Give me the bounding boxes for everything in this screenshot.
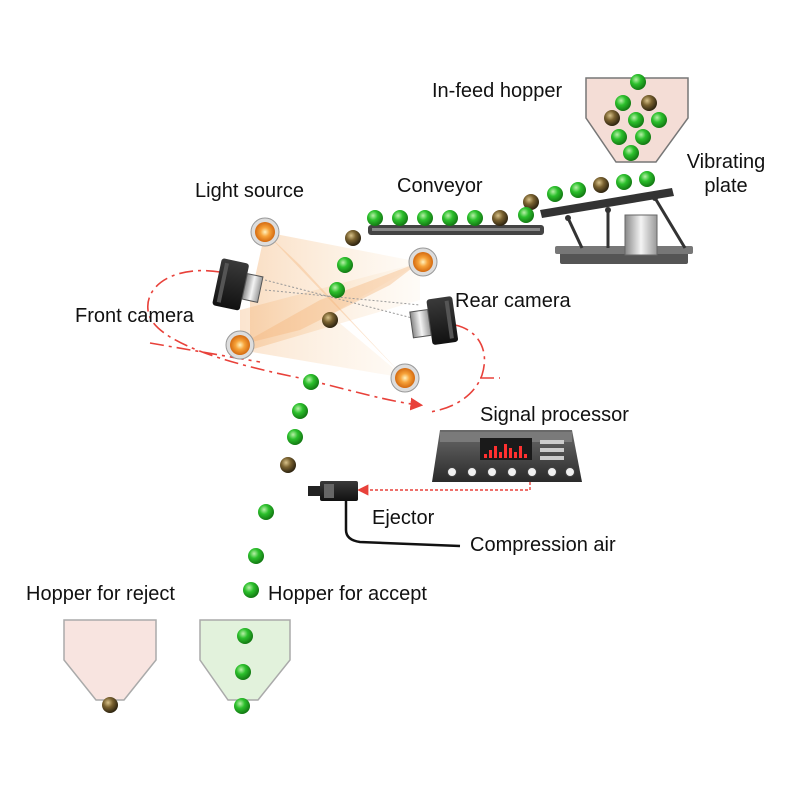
vibrating-plate-icon bbox=[540, 188, 693, 264]
vibrating-plate-label-line1: Vibrating bbox=[686, 151, 766, 173]
ejector-label: Ejector bbox=[372, 507, 435, 529]
light-source-icon bbox=[408, 247, 438, 277]
accept-hopper-icon bbox=[199, 619, 291, 714]
light-source-icon bbox=[225, 330, 255, 360]
signal-processor-label: Signal processor bbox=[480, 404, 629, 426]
light-source-icon bbox=[250, 217, 280, 247]
conveyor-belt-icon bbox=[367, 207, 544, 235]
vibrating-plate-label-line2: plate bbox=[704, 175, 748, 197]
falling-beans bbox=[243, 230, 361, 598]
light-beams bbox=[240, 232, 422, 378]
compression-air-label: Compression air bbox=[470, 534, 616, 556]
light-source-label: Light source bbox=[195, 180, 304, 202]
beans-on-plate bbox=[523, 171, 655, 210]
reject-hopper-icon bbox=[63, 619, 157, 713]
light-source-icon bbox=[390, 363, 420, 393]
rear-camera-label: Rear camera bbox=[455, 290, 571, 312]
signal-processor-icon bbox=[432, 430, 582, 482]
rear-camera-icon bbox=[409, 296, 459, 345]
ejector-nozzle-icon bbox=[308, 481, 461, 548]
infeed-hopper-label: In-feed hopper bbox=[432, 80, 563, 102]
infeed-hopper-icon bbox=[585, 74, 689, 163]
front-camera-icon bbox=[212, 258, 264, 311]
conveyor-label: Conveyor bbox=[397, 175, 483, 197]
hopper-accept-label: Hopper for accept bbox=[268, 583, 427, 605]
hopper-reject-label: Hopper for reject bbox=[26, 583, 175, 605]
front-camera-label: Front camera bbox=[75, 305, 194, 327]
